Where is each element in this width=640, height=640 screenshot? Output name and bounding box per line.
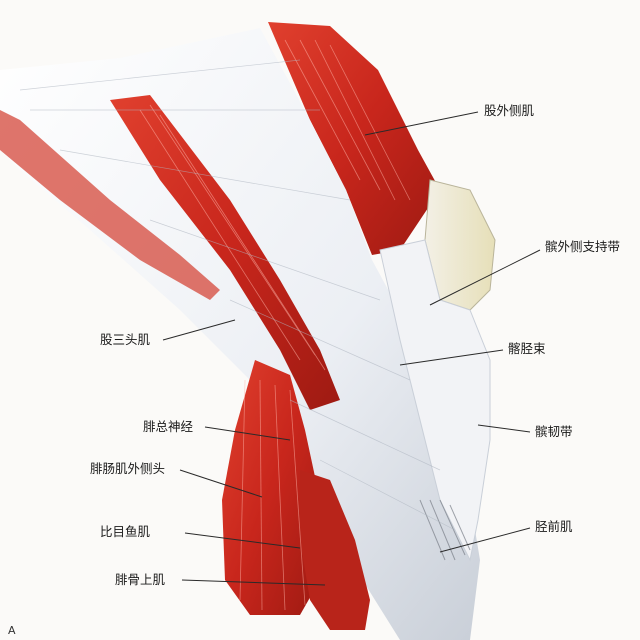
label-gastrocnemius-lateral-head: 腓肠肌外侧头 (90, 461, 166, 476)
leader-vastus-lateralis (364, 111, 479, 136)
leader-iliotibial (399, 349, 504, 366)
soleus-muscle (300, 470, 370, 630)
label-iliotibial-tract: 髂胫束 (508, 341, 546, 356)
iliotibial-band (0, 28, 480, 640)
leader-biceps-femoris (162, 319, 236, 341)
label-common-peroneal-nerve: 腓总神经 (143, 419, 194, 434)
muscle-fibers (139, 39, 411, 611)
leader-lateral-retinaculum (429, 249, 541, 306)
gastrocnemius-muscle (222, 360, 320, 615)
leader-gastrocnemius (179, 469, 263, 498)
vastus-lateralis-muscle (268, 22, 440, 255)
biceps-femoris-muscle (110, 95, 340, 410)
label-peroneus: 腓骨上肌 (115, 572, 166, 587)
leader-soleus (184, 532, 301, 549)
label-lateral-retinaculum: 髌外侧支持带 (545, 239, 621, 254)
upper-left-muscle-strip (0, 110, 220, 300)
label-biceps-femoris: 股三头肌 (100, 332, 151, 347)
lateral-retinaculum (379, 239, 491, 562)
figure-letter: A (8, 624, 16, 637)
label-vastus-lateralis: 股外侧肌 (484, 103, 535, 118)
leader-patellar-ligament (477, 424, 531, 433)
label-patellar-ligament: 髌韧带 (535, 424, 573, 439)
leader-tibialis-anterior (439, 527, 531, 553)
label-tibialis-anterior: 胫前肌 (535, 519, 573, 534)
fascia-streaks (19, 59, 456, 531)
label-soleus: 比目鱼肌 (100, 524, 151, 539)
leader-lines (162, 111, 541, 586)
leader-peroneus (181, 579, 326, 586)
leader-peroneal-nerve (204, 426, 291, 441)
tibialis-anterior-tendons (419, 499, 471, 561)
